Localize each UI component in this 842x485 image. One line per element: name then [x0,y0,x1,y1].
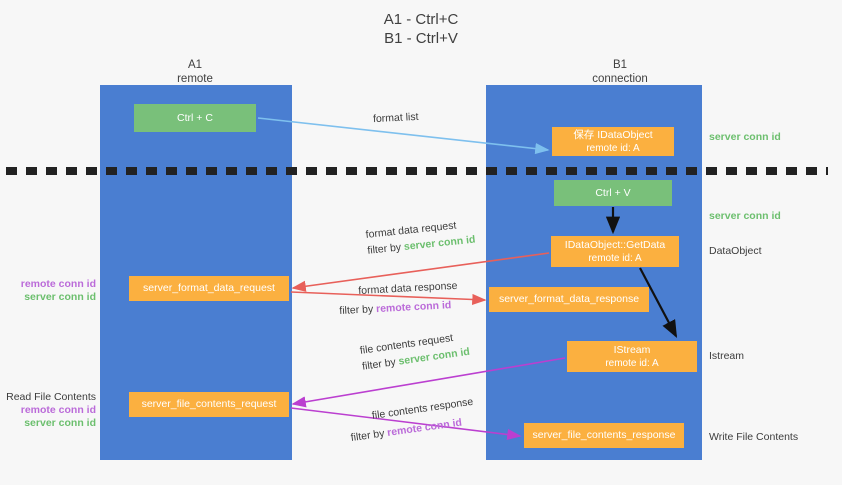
lane-b1-sub: connection [592,73,648,85]
lane-a1-name: A1 [187,59,203,71]
label-group-read-file-contents: Read File Contents remote conn id server… [4,391,96,430]
label-remote-conn-id: remote conn id [20,278,96,290]
lane-header-a1: A1 remote [120,58,270,86]
edge-label-file-contents-request: file contents request filter by server c… [359,329,471,374]
lane-a1-sub: remote [177,73,213,85]
box-server-format-data-request-label: server_format_data_request [143,282,275,294]
filter-by-prefix: filter by [361,355,400,373]
filter-by-prefix: filter by [350,427,389,445]
page-title: A1 - Ctrl+C B1 - Ctrl+V [0,10,842,48]
edge-label-format-data-response-line2: filter by remote conn id [339,298,459,318]
label-server-conn-id-mid: server conn id [709,210,781,222]
box-ctrl-v[interactable]: Ctrl + V [554,180,672,206]
box-getdata-remote-id: remote id: A [588,252,642,264]
box-idataobject-title: 保存 IDataObject [573,128,653,141]
box-idataobject[interactable]: 保存 IDataObject remote id: A [552,127,674,156]
label-remote-conn-id: remote conn id [20,404,96,416]
edge-label-file-contents-response: file contents response filter by remote … [350,395,477,444]
label-server-conn-id: server conn id [24,291,96,303]
box-server-file-contents-request-label: server_file_contents_request [141,398,277,410]
box-server-format-data-response[interactable]: server_format_data_response [489,287,649,312]
box-idataobject-remote-id: remote id: A [586,142,640,154]
label-server-conn-id-top: server conn id [709,131,781,143]
edge-label-file-contents-response-line2: filter by remote conn id [350,414,477,445]
edge-label-format-data-response-line1: format data response [358,279,458,297]
label-write-file-contents: Write File Contents [709,431,799,443]
box-getdata-title: IDataObject::GetData [564,238,666,251]
box-server-file-contents-response[interactable]: server_file_contents_response [524,423,684,448]
box-server-file-contents-response-label: server_file_contents_response [532,429,676,441]
box-istream[interactable]: IStream remote id: A [567,341,697,372]
box-istream-title: IStream [613,343,651,356]
title-line-2: B1 - Ctrl+V [384,30,458,47]
box-server-format-data-response-label: server_format_data_response [498,293,640,305]
filter-token-remote-conn-id: remote conn id [375,299,452,316]
label-server-conn-id: server conn id [24,417,96,429]
edge-label-format-list: format list [373,110,419,126]
filter-by-prefix: filter by [366,241,405,257]
lane-b1-name: B1 [612,59,628,71]
box-istream-remote-id: remote id: A [605,357,659,369]
label-dataobject: DataObject [709,245,762,257]
box-idataobject-getdata[interactable]: IDataObject::GetData remote id: A [551,236,679,267]
box-ctrl-c[interactable]: Ctrl + C [134,104,256,132]
label-read-file-contents: Read File Contents [6,391,96,403]
box-server-file-contents-request[interactable]: server_file_contents_request [129,392,289,417]
box-ctrl-v-label: Ctrl + V [595,186,631,199]
lane-header-b1: B1 connection [530,58,710,86]
box-ctrl-c-label: Ctrl + C [177,111,213,124]
filter-token-remote-conn-id: remote conn id [386,416,463,439]
edge-label-format-data-response: format data response filter by remote co… [339,279,459,317]
label-group-conn-ids-upper: remote conn id server conn id [4,278,96,304]
label-istream: Istream [709,350,745,362]
edge-label-format-data-request: format data request filter by server con… [365,217,476,258]
title-line-1: A1 - Ctrl+C [383,11,459,28]
edge-label-format-list-text: format list [372,110,419,126]
filter-by-prefix: filter by [339,303,377,318]
box-server-format-data-request[interactable]: server_format_data_request [129,276,289,301]
